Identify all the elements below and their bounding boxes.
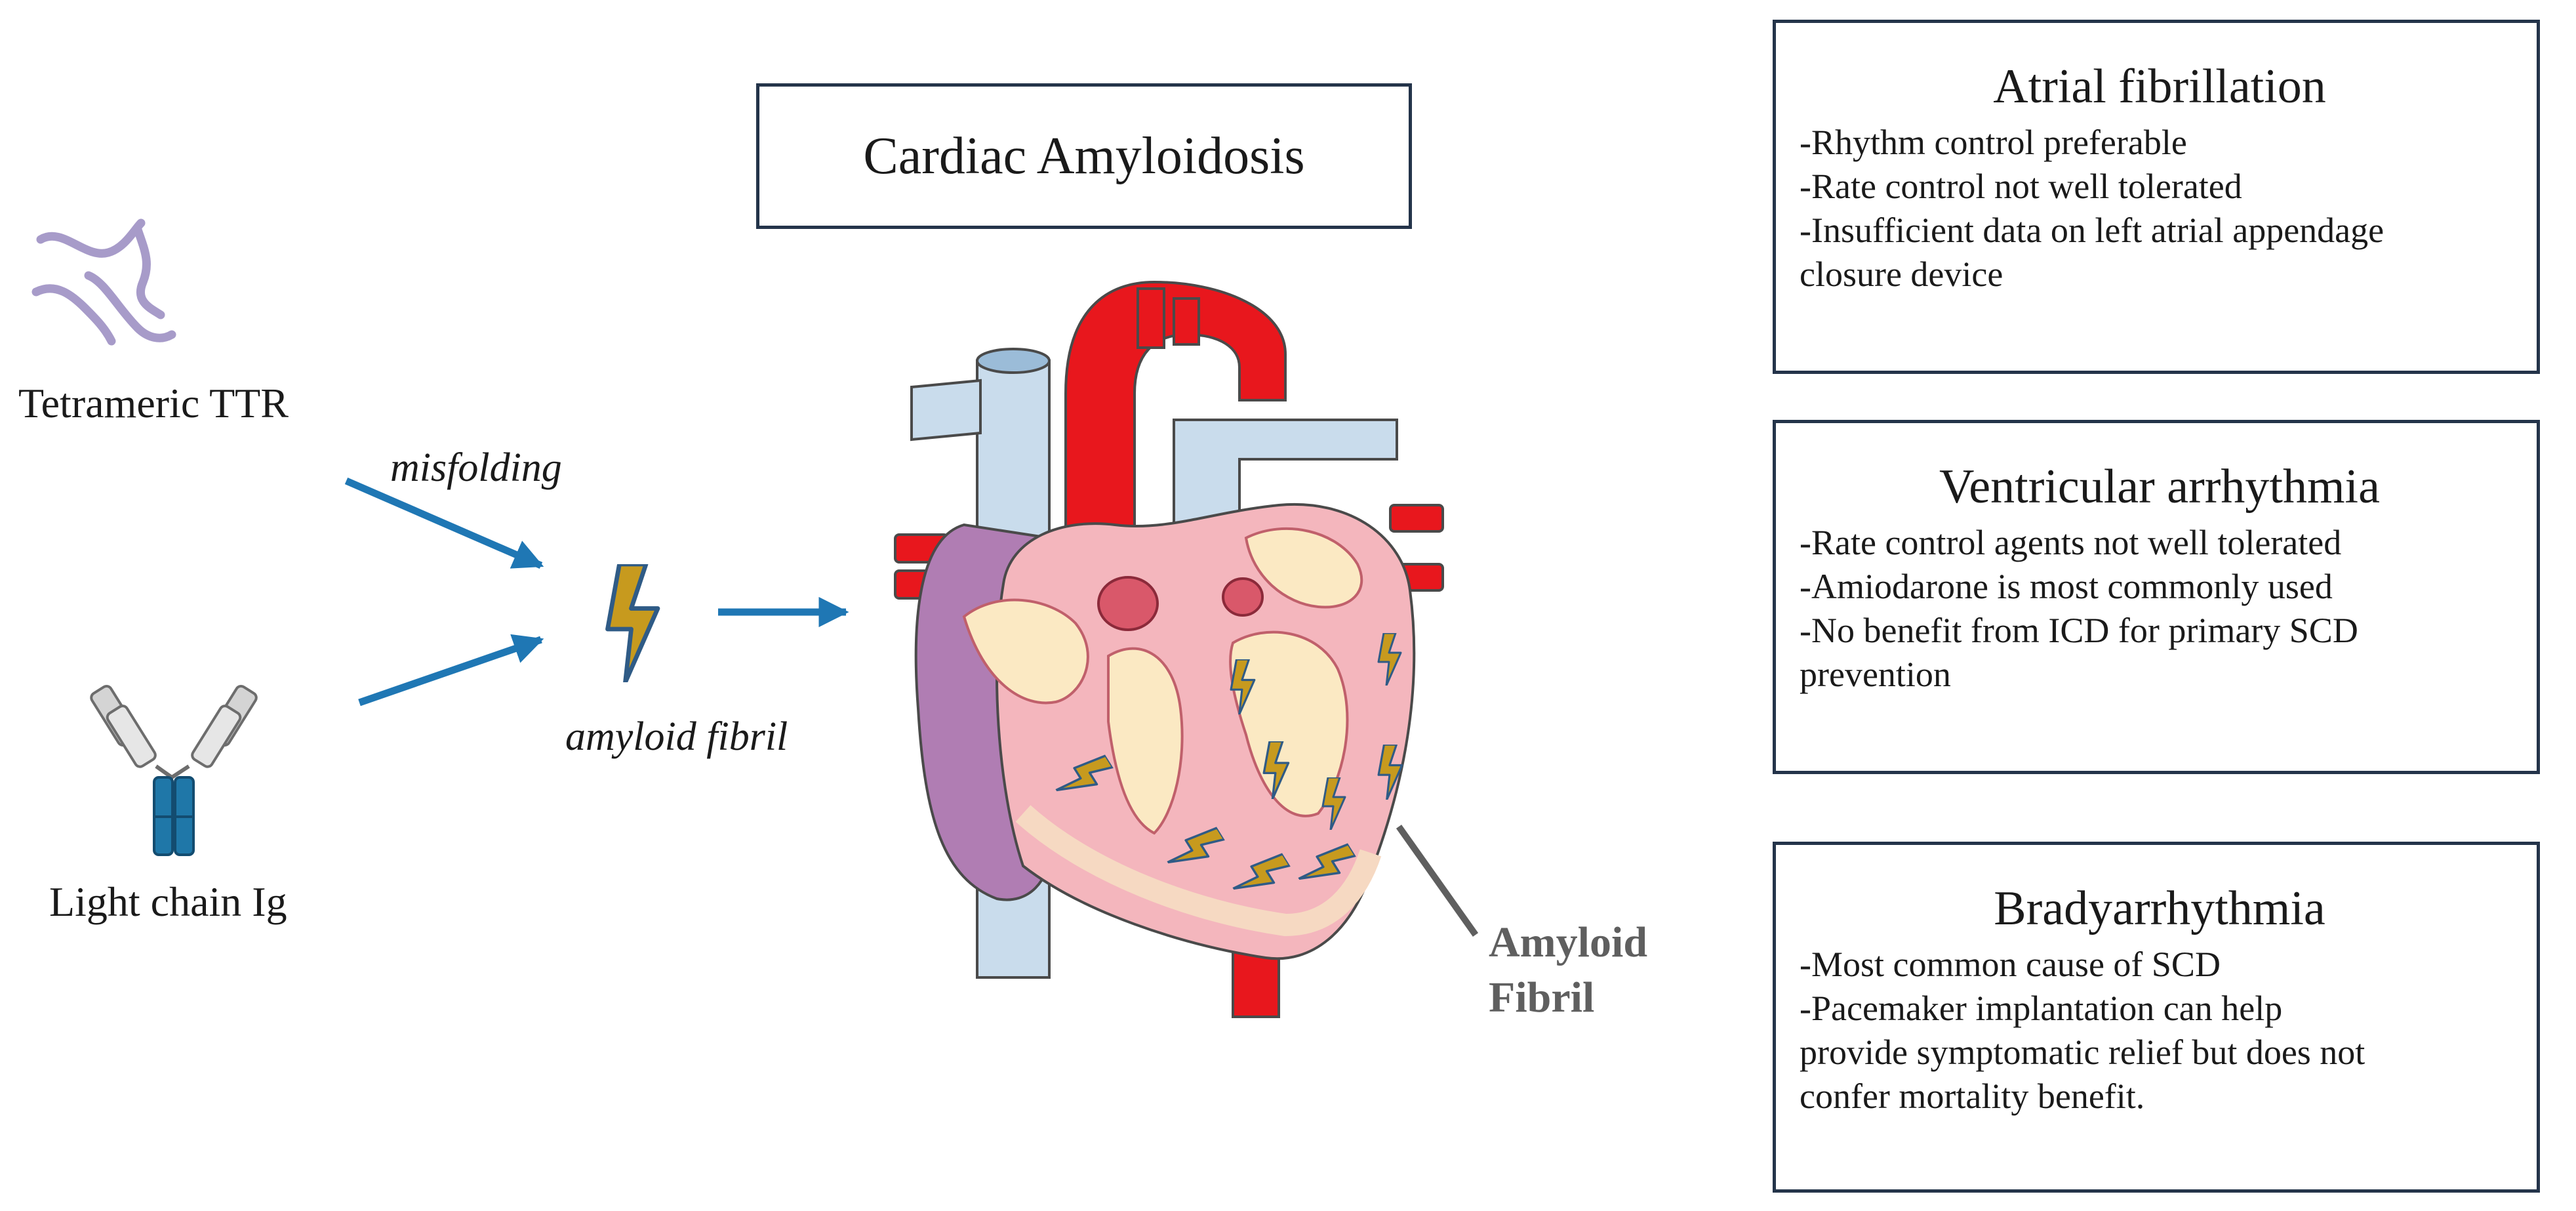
box-item-continued: closure device: [1800, 255, 2003, 294]
light-chain-arrow: [358, 634, 544, 707]
ttr-icon: [31, 218, 176, 346]
misfolding-arrow: [344, 477, 544, 569]
box-item-list: Rate control agents not well tolerated A…: [1800, 521, 2520, 697]
atrial-fibrillation-box: Atrial fibrillation Rhythm control prefe…: [1773, 20, 2540, 374]
antibody-icon: [90, 685, 258, 856]
box-item-continued: prevention: [1800, 655, 1951, 694]
amyloid-fibril-icon: [608, 564, 658, 682]
box-item: Rate control not well tolerated: [1800, 165, 2520, 209]
box-item: Rhythm control preferable: [1800, 121, 2520, 165]
light-chain-label: Light chain Ig: [49, 878, 287, 925]
box-item-continued: confer mortality benefit.: [1800, 1077, 2145, 1116]
fibril-callout-line: [1396, 825, 1479, 937]
box-item-continued: provide symptomatic relief but does not: [1800, 1033, 2365, 1072]
heart-fibril-label-line1: Amyloid: [1489, 918, 1648, 966]
box-item-list: Most common cause of SCD Pacemaker impla…: [1800, 943, 2520, 1119]
box-item-list: Rhythm control preferable Rate control n…: [1800, 121, 2520, 297]
page-title: Cardiac Amyloidosis: [863, 127, 1305, 185]
ttr-label: Tetrameric TTR: [18, 380, 289, 426]
heart-fibril-label-line2: Fibril: [1489, 974, 1595, 1021]
box-item: Pacemaker implantation can help: [1800, 987, 2520, 1031]
box-item: Most common cause of SCD: [1800, 943, 2520, 987]
box-heading: Bradyarrhythmia: [1994, 882, 2325, 935]
heart-illustration: [894, 280, 1444, 1018]
title-box: Cardiac Amyloidosis: [756, 83, 1412, 229]
heart-fibril-label: Amyloid Fibril: [1489, 915, 1647, 1025]
box-item: Insufficient data on left atrial appenda…: [1800, 209, 2520, 253]
box-heading: Atrial fibrillation: [1993, 60, 2326, 113]
ventricular-arrhythmia-box: Ventricular arrhythmia Rate control agen…: [1773, 420, 2540, 774]
box-item: Amiodarone is most commonly used: [1800, 565, 2520, 609]
box-heading: Ventricular arrhythmia: [1939, 460, 2380, 514]
box-item: Rate control agents not well tolerated: [1800, 521, 2520, 565]
misfolding-label: misfolding: [390, 445, 562, 490]
bradyarrhythmia-box: Bradyarrhythmia Most common cause of SCD…: [1773, 842, 2540, 1193]
amyloid-fibril-label: amyloid fibril: [565, 714, 788, 759]
box-item: No benefit from ICD for primary SCD: [1800, 609, 2520, 653]
